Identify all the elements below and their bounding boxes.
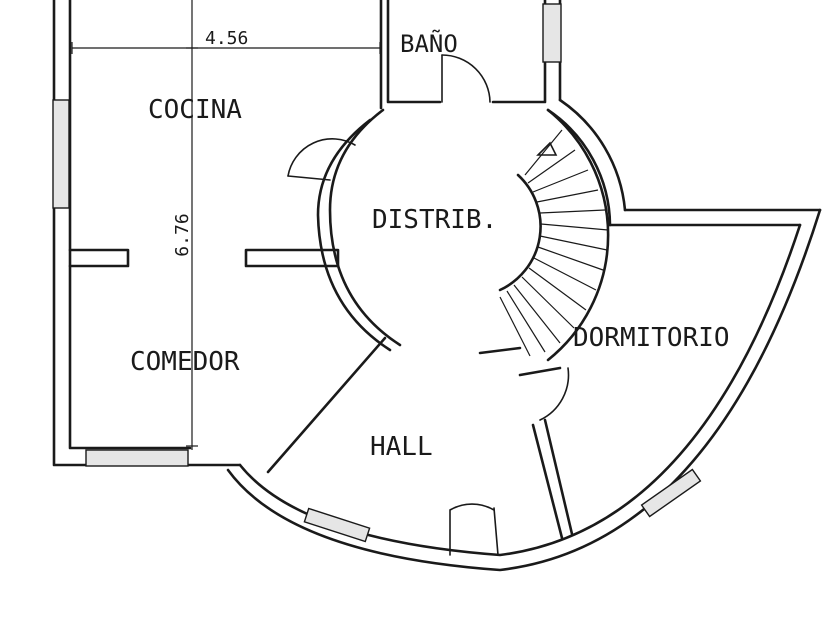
partition-cocina-comedor — [68, 248, 340, 268]
room-label-distrib: DISTRIB. — [372, 205, 497, 235]
window-cocina — [52, 99, 70, 209]
room-label-dormitorio: DORMITORIO — [573, 323, 730, 353]
room-label-bano: BAÑO — [400, 28, 458, 58]
window-dormitorio — [640, 468, 702, 518]
wall-hall-comedor — [266, 336, 387, 474]
bano-walls — [379, 0, 562, 110]
exterior-wall-curved — [226, 208, 822, 572]
exterior-wall-left — [52, 0, 242, 467]
room-label-cocina: COCINA — [148, 95, 242, 125]
dormitorio-walls — [518, 366, 574, 540]
room-label-comedor: COMEDOR — [130, 347, 240, 377]
room-label-hall: HALL — [370, 432, 433, 462]
window-hall — [303, 507, 371, 543]
dimension-height — [186, 0, 198, 450]
hall-door — [449, 503, 499, 556]
window-comedor — [85, 449, 189, 467]
distrib-door — [287, 138, 356, 181]
dimension-height-label: 6.76 — [172, 213, 193, 256]
bano-door — [441, 54, 491, 103]
dimension-width — [71, 42, 381, 54]
dimension-width-label: 4.56 — [205, 28, 248, 49]
staircase — [498, 108, 610, 362]
distrib-walls — [316, 108, 522, 355]
